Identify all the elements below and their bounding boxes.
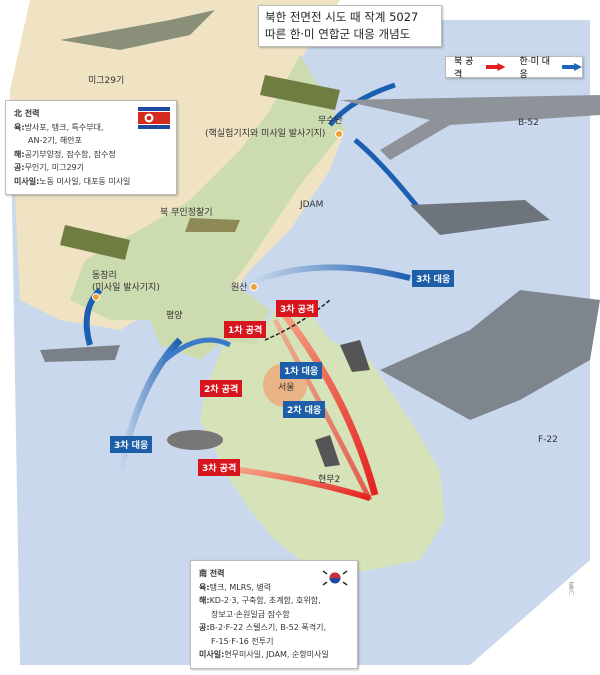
south-forces-panel: 南 전력 육:탱크, MLRS, 병력 해:KD-2·3, 구축함, 초계함, …: [190, 560, 358, 669]
hovercraft-image: [167, 430, 223, 450]
f22-label: F-22: [538, 435, 558, 445]
missile-launcher-image: [60, 75, 340, 260]
attack-2-tag: 2차 공격: [200, 380, 243, 397]
nk-line: 공:무인기, 미그29기: [14, 163, 84, 172]
sk-line: 육:탱크, MLRS, 병력: [199, 582, 272, 592]
title-line-2: 따른 한·미 연합군 대응 개념도: [265, 27, 411, 41]
uav-image: [185, 218, 240, 232]
wonsan-label: 원산: [231, 283, 248, 293]
mig29-image: [60, 10, 215, 50]
red-arrow-icon: [485, 63, 506, 71]
nk-line: 미사일:노동 미사일, 대포동 미사일: [14, 176, 131, 186]
sk-line: 미사일:현무미사일, JDAM, 순항미사일: [199, 650, 329, 659]
south-forces-heading: 南 전력: [199, 569, 225, 578]
legend: 북 공격 한·미 대응: [445, 56, 583, 80]
hyunmoo-label: 현무2: [318, 475, 341, 485]
response-1-tag: 1차 대응: [280, 362, 323, 379]
response-3-east-tag: 3차 대응: [412, 270, 455, 287]
attack-arrow-3rd-curve: [272, 318, 373, 502]
dongchangri-desc-label: (미사일 발사기지): [92, 283, 160, 293]
mig29-label: 미그29기: [88, 76, 125, 86]
sk-line: 장보고·손원일급 잠수함: [211, 609, 290, 619]
musudan-marker: [335, 130, 343, 138]
missile-image: [315, 340, 370, 467]
attack-3-west-tag: 3차 공격: [198, 459, 241, 476]
sk-line: 해:KD-2·3, 구축함, 초계함, 호위함,: [199, 596, 321, 605]
f22-image: [380, 290, 600, 420]
attack-arrow-3rd-west: [239, 467, 371, 501]
jdam-label: JDAM: [300, 200, 324, 210]
seoul-label: 서울: [278, 383, 295, 393]
musudan-label: 무수단: [318, 116, 343, 126]
north-forces-panel: 北 전력 육:방사포, 탱크, 특수부대, AN-2기, 해안포 해:공기부양정…: [5, 100, 177, 195]
north-korea-flag-icon: [138, 107, 170, 129]
response-arrow-3rd-east: [250, 264, 411, 285]
dmz-line: [264, 299, 331, 341]
musudan-desc-label: (핵실험기지와 미사일 발사기지): [205, 129, 326, 139]
title-line-1: 북한 전면전 시도 때 작계 5027: [265, 10, 419, 24]
carrier-image: [410, 200, 550, 235]
uav-label: 북 무인정찰기: [160, 208, 213, 218]
sk-line: F-15·F-16 전투기: [211, 636, 274, 646]
nk-line: 해:공기부양정, 잠수함, 잠수정: [14, 149, 116, 159]
b52-image: [340, 95, 600, 160]
response-2-tag: 2차 대응: [283, 401, 326, 418]
sk-line: 공:B-2·F-22 스텔스기, B-52 폭격기,: [199, 623, 327, 632]
response-arrow-carrier: [353, 138, 422, 212]
north-forces-heading: 北 전력: [14, 109, 40, 118]
graphic-credit: 그래픽: [569, 581, 576, 596]
nk-line: AN-2기, 해안포: [28, 136, 82, 145]
dongchangri-marker: [92, 293, 100, 301]
attack-arrow-3rd-east: [282, 312, 379, 496]
blue-arrow-icon: [562, 63, 582, 71]
b52-label: B-52: [518, 118, 539, 128]
pyongyang-label: 평양: [166, 311, 183, 321]
response-arrow-hover: [163, 337, 232, 362]
nk-line: 육:방사포, 탱크, 특수부대,: [14, 122, 104, 132]
map-title: 북한 전면전 시도 때 작계 5027 따른 한·미 연합군 대응 개념도: [258, 5, 442, 47]
warship-image: [40, 345, 120, 362]
north-korea-land: [70, 55, 345, 360]
legend-response-label: 한·미 대응: [519, 57, 550, 80]
legend-attack-label: 북 공격: [454, 57, 474, 80]
wonsan-marker: [250, 283, 258, 291]
response-3-west-tag: 3차 대응: [110, 436, 153, 453]
dongchangri-label: 동창리: [92, 271, 117, 281]
attack-1-tag: 1차 공격: [224, 321, 267, 338]
attack-3-north-tag: 3차 공격: [276, 300, 319, 317]
south-korea-flag-icon: [319, 567, 351, 589]
